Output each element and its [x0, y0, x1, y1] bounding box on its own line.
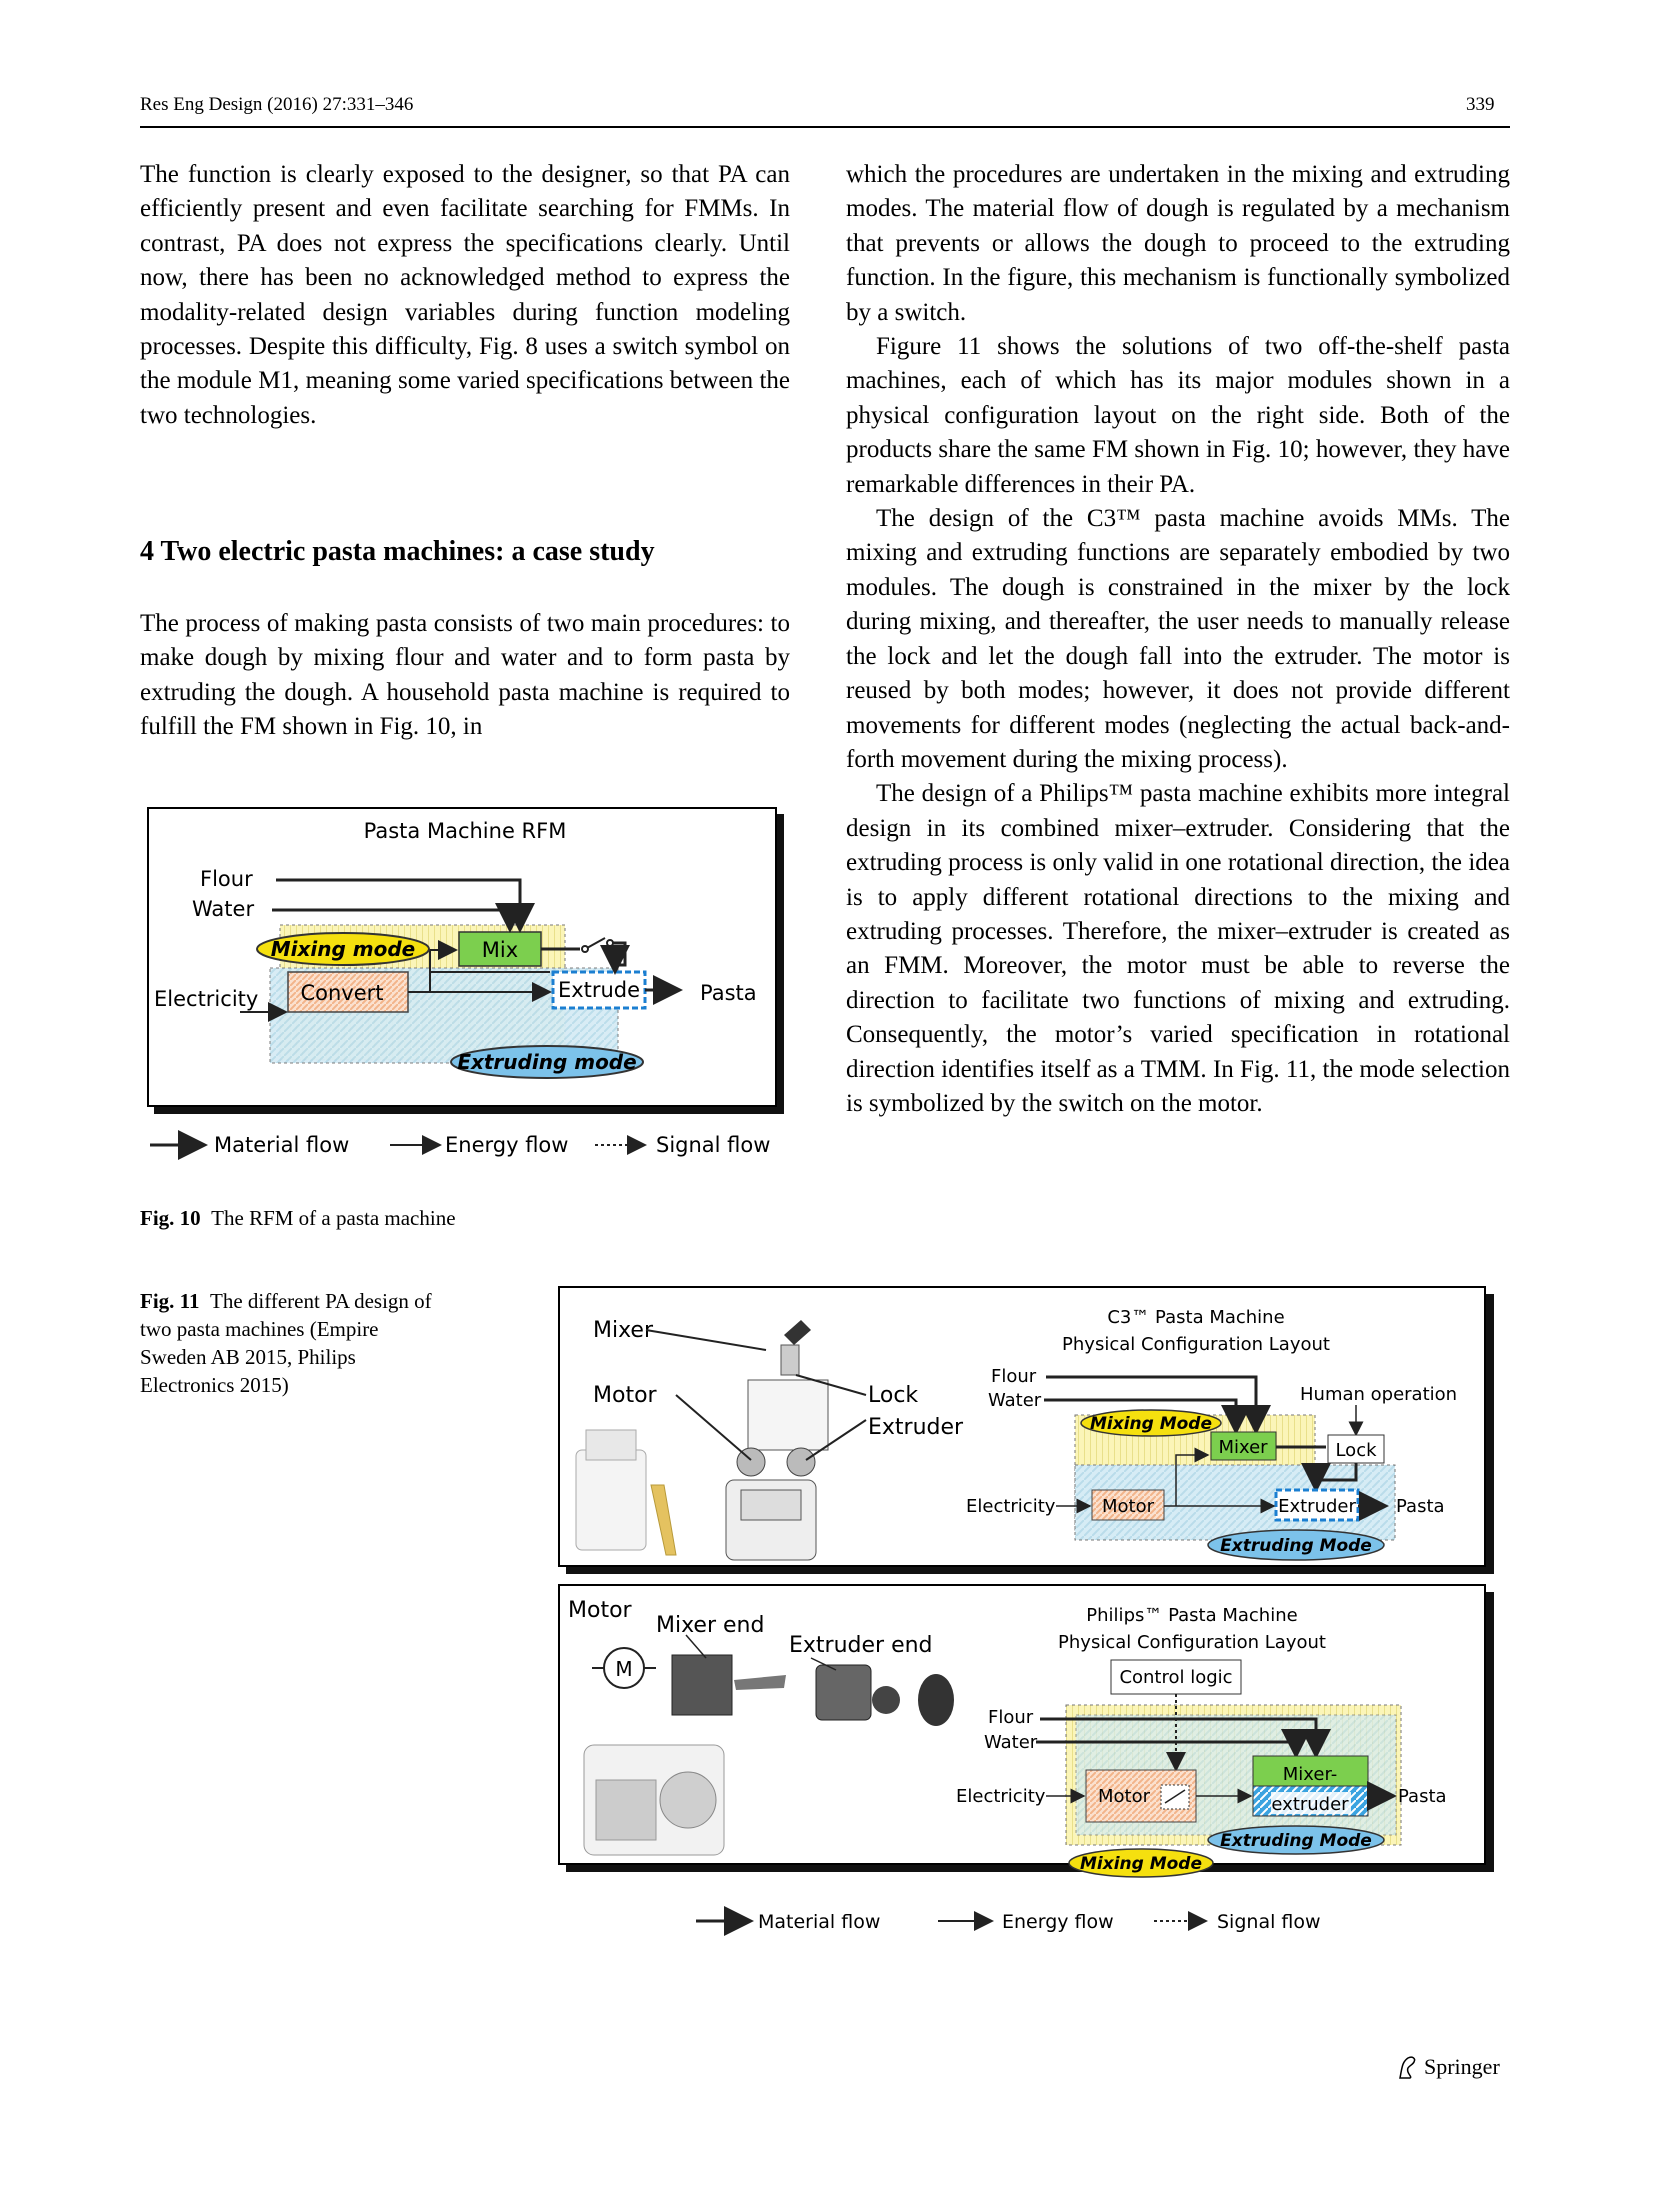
- philips-flour: Flour: [988, 1707, 1034, 1728]
- c3-extruder-label: Extruder: [868, 1415, 964, 1440]
- fig10-water: Water: [192, 897, 254, 921]
- fig11-legend-material: Material flow: [758, 1911, 880, 1933]
- fig11-diagram: Mixer Motor Lock Extruder C3™ Pasta Mach…: [558, 1286, 1494, 1936]
- c3-lock-box-label: Lock: [1335, 1440, 1377, 1461]
- c3-mixer-label: Mixer: [593, 1318, 654, 1343]
- c3-mixer-box: [1210, 1431, 1277, 1461]
- c3-pasta: Pasta: [1396, 1496, 1445, 1517]
- philips-product-illustration: M: [583, 1647, 954, 1856]
- publisher-footer: Springer: [1396, 2054, 1500, 2080]
- fig10-legend-signal: Signal flow: [656, 1133, 770, 1157]
- fig10-pasta: Pasta: [700, 981, 757, 1005]
- fig10-convert: Convert: [300, 981, 383, 1005]
- right-para2: Figure 11 shows the solutions of two off…: [846, 333, 1510, 498]
- fig10-extruding-mode-badge: [450, 1045, 644, 1079]
- c3-human-operation: Human operation: [1300, 1384, 1457, 1405]
- fig10-title: Pasta Machine RFM: [364, 819, 567, 843]
- c3-motor-box: [1091, 1489, 1165, 1521]
- c3-mixer-box-label: Mixer: [1218, 1437, 1268, 1458]
- journal-header: Res Eng Design (2016) 27:331–346: [140, 94, 414, 115]
- c3-extruder-box: [1274, 1488, 1360, 1522]
- c3-lock-box: [1327, 1434, 1385, 1464]
- philips-mixing-mode-badge: [1068, 1848, 1214, 1878]
- c3-title-line1: C3™ Pasta Machine: [1107, 1307, 1284, 1328]
- fig10-electricity: Electricity: [154, 987, 258, 1011]
- fig10-mix: Mix: [482, 938, 518, 962]
- philips-electricity: Electricity: [956, 1786, 1046, 1807]
- c3-electricity: Electricity: [966, 1496, 1056, 1517]
- fig11-caption: Fig. 11 The different PA design of two p…: [140, 1287, 440, 1399]
- philips-extruding-mode-badge: [1207, 1825, 1385, 1855]
- fig10-caption: Fig. 10 The RFM of a pasta machine: [140, 1204, 456, 1232]
- philips-motor-box-label: Motor: [1098, 1786, 1151, 1807]
- philips-title-line2: Physical Configuration Layout: [1058, 1632, 1326, 1653]
- philips-extruder-end: Extruder end: [789, 1633, 933, 1658]
- philips-motor-label: Motor: [568, 1598, 633, 1623]
- publisher-name: Springer: [1424, 2054, 1500, 2079]
- c3-extruding-mode: Extruding Mode: [1220, 1536, 1372, 1556]
- fig11-caption-label: Fig. 11: [140, 1289, 200, 1313]
- philips-control-logic: Control logic: [1119, 1667, 1232, 1688]
- c3-extruder-box-label: Extruder: [1278, 1496, 1356, 1517]
- left-column-para2: The process of making pasta consists of …: [140, 610, 790, 741]
- c3-mixing-mode-badge: [1080, 1409, 1222, 1437]
- c3-motor-label: Motor: [593, 1383, 658, 1408]
- header-rule: [140, 126, 1510, 128]
- c3-title-line2: Physical Configuration Layout: [1062, 1334, 1330, 1355]
- fig10-caption-text: The RFM of a pasta machine: [211, 1206, 456, 1230]
- c3-water: Water: [988, 1390, 1042, 1411]
- right-para4: The design of a Philips™ pasta machine e…: [846, 780, 1510, 1117]
- fig10-convert-box: [287, 971, 409, 1013]
- c3-flour: Flour: [991, 1366, 1037, 1387]
- philips-water: Water: [984, 1732, 1038, 1753]
- right-para1: which the procedures are undertaken in t…: [846, 161, 1510, 326]
- fig10-legend-energy: Energy flow: [445, 1133, 568, 1157]
- philips-mixer-extruder-2: extruder: [1271, 1794, 1349, 1815]
- right-column: which the procedures are undertaken in t…: [846, 158, 1510, 1121]
- fig10-legend-material: Material flow: [214, 1133, 349, 1157]
- fig10-flour: Flour: [200, 867, 253, 891]
- c3-product-illustration: [575, 1320, 829, 1561]
- c3-mixing-mode: Mixing Mode: [1090, 1414, 1212, 1434]
- fig10-mixing-mode: Mixing mode: [271, 937, 416, 961]
- fig10-caption-label: Fig. 10: [140, 1206, 201, 1230]
- philips-mixer-end: Mixer end: [656, 1613, 764, 1638]
- left-column-para1: The function is clearly exposed to the d…: [140, 161, 790, 429]
- fig10-extrude: Extrude: [558, 978, 640, 1002]
- philips-motor-symbol: M: [615, 1657, 632, 1681]
- c3-motor-box-label: Motor: [1102, 1496, 1155, 1517]
- springer-horse-icon: [1399, 2056, 1416, 2079]
- fig10-diagram: Pasta Machine RFM Convert Mix Extrude Fl…: [147, 807, 784, 1160]
- philips-title-line1: Philips™ Pasta Machine: [1086, 1605, 1297, 1626]
- c3-extruding-mode-badge: [1207, 1529, 1385, 1561]
- philips-extruding-mode: Extruding Mode: [1220, 1831, 1372, 1851]
- philips-pasta: Pasta: [1398, 1786, 1447, 1807]
- philips-mixing-mode: Mixing Mode: [1080, 1854, 1202, 1874]
- fig10-extrude-box: [551, 970, 647, 1010]
- section-heading: 4 Two electric pasta machines: a case st…: [140, 536, 655, 567]
- c3-lock-label: Lock: [868, 1383, 918, 1408]
- philips-control-logic-box: [1110, 1659, 1242, 1695]
- page-number: 339: [1466, 94, 1495, 115]
- fig11-legend-energy: Energy flow: [1002, 1911, 1114, 1933]
- fig11-legend-signal: Signal flow: [1217, 1911, 1321, 1933]
- right-para3: The design of the C3™ pasta machine avoi…: [846, 505, 1510, 773]
- philips-mixer-extruder-1: Mixer-: [1283, 1764, 1337, 1785]
- fig10-mixing-mode-badge: [256, 932, 430, 966]
- fig11-caption-text: The different PA design of two pasta mac…: [140, 1289, 432, 1397]
- fig10-extruding-mode: Extruding mode: [457, 1050, 636, 1074]
